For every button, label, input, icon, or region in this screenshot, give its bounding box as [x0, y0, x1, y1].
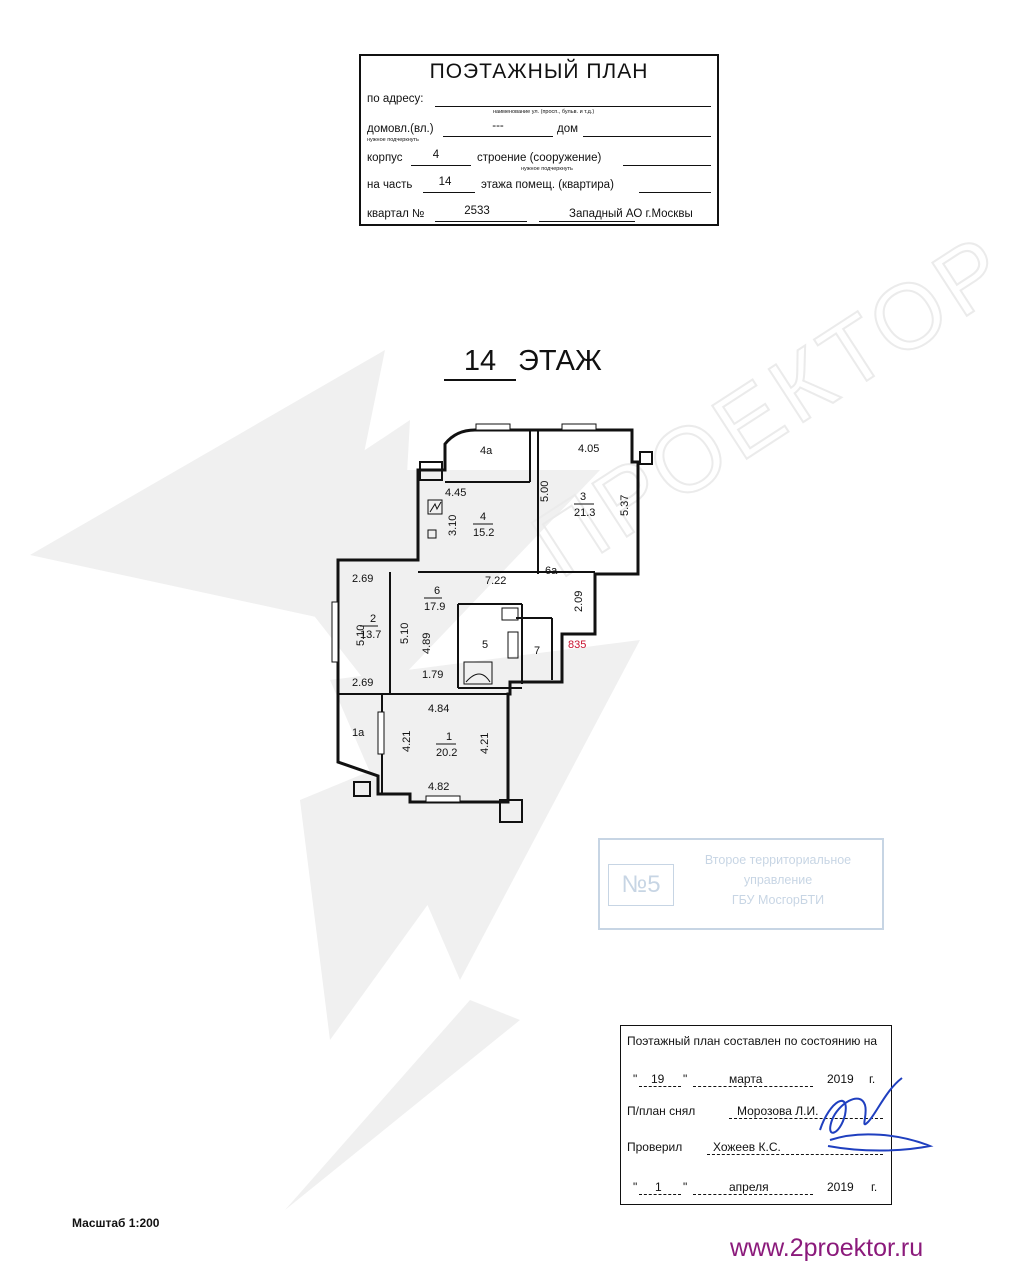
footer-form: Поэтажный план составлен по состоянию на… [620, 1025, 892, 1205]
footer-line-1: Поэтажный план составлен по состоянию на [627, 1034, 878, 1048]
etazha-line [639, 192, 711, 193]
room-6a-label: 6а [545, 565, 558, 577]
floor-word: ЭТАЖ [518, 345, 602, 377]
room-7-label: 7 [534, 645, 540, 657]
dim-310: 3.10 [447, 515, 459, 536]
dim-489: 4.89 [421, 633, 433, 654]
date2-close-quote: " [683, 1180, 688, 1194]
dim-500: 5.00 [539, 481, 551, 502]
date2-day: 1 [655, 1180, 662, 1194]
chast-value: 14 [438, 176, 452, 188]
dim-209: 2.09 [573, 591, 585, 612]
room-5-label: 5 [482, 639, 488, 651]
stroenie-label: строение (сооружение) [477, 152, 602, 164]
date1-day: 19 [651, 1072, 665, 1086]
date1-month: марта [729, 1072, 763, 1086]
stamp-number: №5 [608, 864, 674, 906]
website-link[interactable]: www.2proektor.ru [730, 1234, 924, 1262]
date2-suffix: г. [871, 1180, 878, 1194]
room-3-number: 3 [580, 491, 586, 503]
dim-537: 5.37 [619, 495, 631, 516]
room-1-number: 1 [446, 731, 452, 743]
domovl-label: домовл.(вл.) [367, 123, 434, 135]
outer-wall [336, 428, 640, 804]
address-hint: наименование ул. (просп., бульв. и т.д.) [493, 109, 595, 115]
room-1a-label: 1а [352, 727, 365, 739]
sniyal-name: Морозова Л.И. [737, 1104, 819, 1118]
date1-close-quote: " [683, 1072, 688, 1086]
date1-year: 2019 [827, 1072, 854, 1086]
dim-269-bottom: 2.69 [352, 677, 373, 689]
room-4-area: 15.2 [473, 527, 494, 539]
address-label: по адресу: [367, 93, 424, 105]
dim-484: 4.84 [428, 703, 449, 715]
district-line [539, 221, 635, 222]
room-4a-label: 4а [480, 445, 493, 457]
stamp-text: Второе территориальное управление ГБУ Мо… [678, 850, 878, 910]
scale-label: Масштаб 1:200 [72, 1216, 160, 1230]
dim-421-left: 4.21 [401, 731, 413, 752]
dim-722: 7.22 [485, 575, 506, 587]
korpus-value: 4 [432, 149, 440, 161]
stamp-line-1: Второе территориальное [704, 853, 852, 867]
kvartal-label: квартал № [367, 208, 425, 220]
sniyal-line [729, 1118, 883, 1119]
dim-179: 1.79 [422, 669, 443, 681]
floor-number: 14 [444, 343, 516, 381]
stroenie-line [623, 165, 711, 166]
bti-stamp: №5 Второе территориальное управление ГБУ… [598, 838, 884, 930]
date1-suffix: г. [869, 1072, 876, 1086]
room-6-area: 17.9 [424, 601, 445, 613]
header-title: ПОЭТАЖНЫЙ ПЛАН [429, 60, 649, 83]
stamp-line-3: ГБУ МосгорБТИ [731, 893, 825, 907]
address-line [435, 106, 711, 107]
dim-510-right: 5.10 [399, 623, 411, 644]
room-1-area: 20.2 [436, 747, 457, 759]
date1-day-line [639, 1086, 681, 1087]
domovl-hint: нужное подчеркнуть [367, 137, 419, 143]
floor-plan: 4а 4.05 4.45 5.00 3 21.3 5.37 3.10 4 15.… [331, 423, 653, 823]
stroenie-hint: нужное подчеркнуть [521, 166, 573, 172]
korpus-line [411, 165, 471, 166]
date1-month-line [693, 1086, 813, 1087]
proveril-name: Хожеев К.С. [713, 1140, 781, 1154]
dom-line [583, 136, 711, 137]
room-2-number: 2 [370, 613, 376, 625]
domovl-value: --- [492, 120, 504, 132]
domovl-line [443, 136, 553, 137]
kvartal-value: 2533 [464, 205, 490, 217]
sniyal-label: П/план снял [627, 1104, 696, 1118]
room-6-number: 6 [434, 585, 440, 597]
dim-445: 4.45 [445, 487, 466, 499]
dim-482: 4.82 [428, 781, 449, 793]
district: Западный АО г.Москвы [569, 208, 693, 220]
stamp-line-2: управление [743, 873, 813, 887]
dim-835: 835 [568, 639, 586, 651]
date2-open-quote: " [633, 1180, 638, 1194]
proveril-label: Проверил [627, 1140, 683, 1154]
dim-510-left: 5.10 [355, 625, 367, 646]
stamp-frame [598, 838, 884, 930]
date2-month: апреля [729, 1180, 769, 1194]
dom-label: дом [557, 123, 579, 135]
dim-269-top: 2.69 [352, 573, 373, 585]
date2-year: 2019 [827, 1180, 854, 1194]
chast-line [423, 192, 475, 193]
signature [819, 1077, 934, 1152]
dim-405: 4.05 [578, 443, 599, 455]
room-2-area: 13.7 [360, 629, 381, 641]
date1-open-quote: " [633, 1072, 638, 1086]
room-4-number: 4 [480, 511, 486, 523]
kvartal-line [435, 221, 527, 222]
dim-421-right: 4.21 [479, 733, 491, 754]
etazha-label: этажа помещ. (квартира) [481, 179, 614, 191]
korpus-label: корпус [367, 152, 403, 164]
date2-month-line [693, 1194, 813, 1195]
header-form: ПОЭТАЖНЫЙ ПЛАН по адресу: наименование у… [359, 54, 719, 226]
room-3-area: 21.3 [574, 507, 595, 519]
proveril-line [707, 1154, 883, 1155]
chast-label: на часть [367, 179, 413, 191]
date2-day-line [639, 1194, 681, 1195]
